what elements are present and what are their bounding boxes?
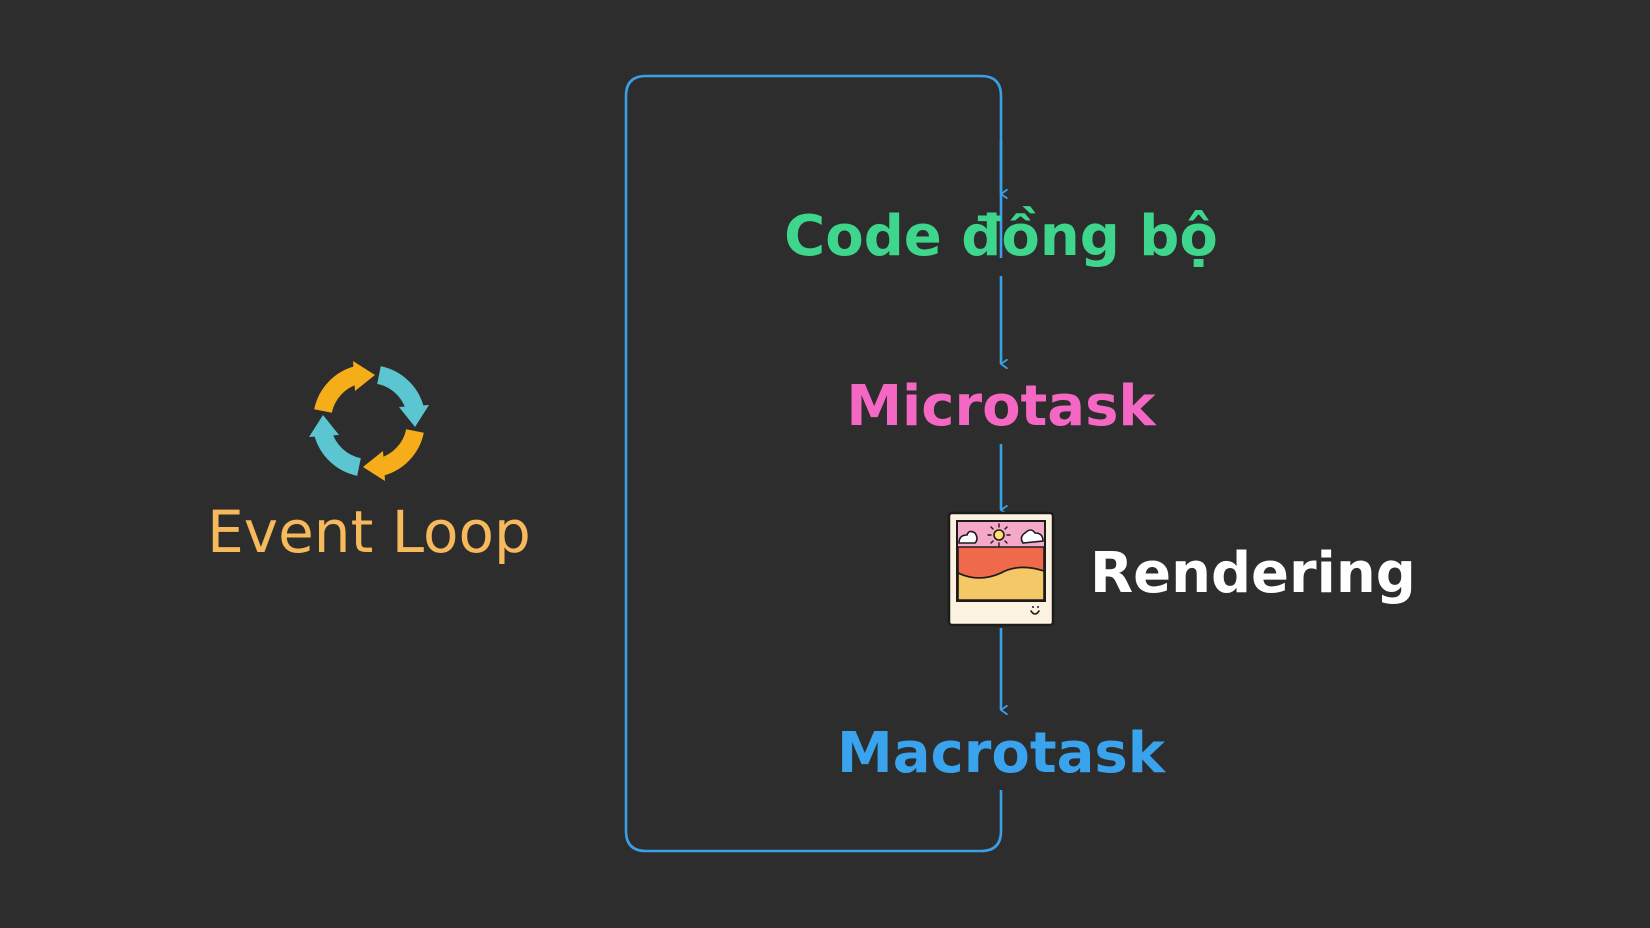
diagram-title: Event Loop (207, 498, 531, 566)
step-macrotask: Macrotask (837, 721, 1167, 786)
step-code-sync: Code đồng bộ (784, 204, 1218, 269)
step-rendering: Rendering (1090, 541, 1416, 606)
step-microtask: Microtask (846, 374, 1157, 439)
circular-arrows-icon (309, 361, 429, 481)
loop-frame (624, 74, 1003, 853)
polaroid-landscape-icon (947, 511, 1055, 627)
